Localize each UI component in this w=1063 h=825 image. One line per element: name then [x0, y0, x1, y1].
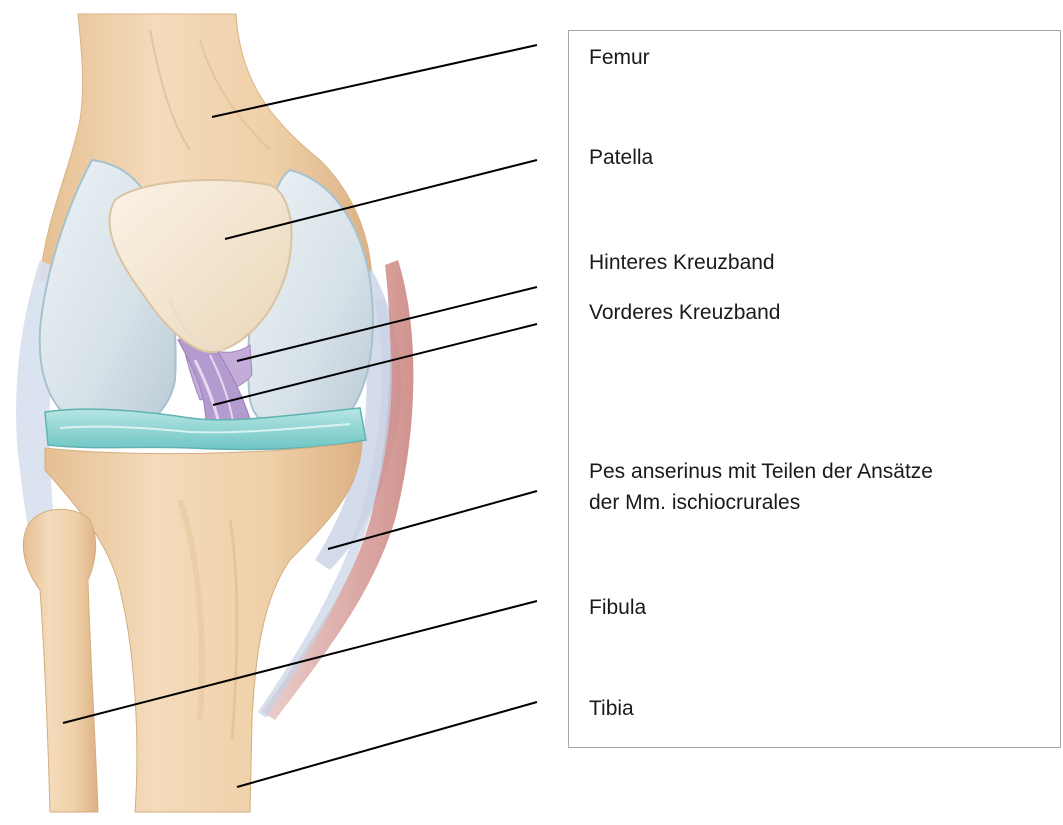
label-pes-anserinus-line1: Pes anserinus mit Teilen der Ansätze [589, 456, 933, 487]
label-tibia: Tibia [589, 693, 634, 724]
label-box [568, 30, 1061, 748]
label-femur: Femur [589, 42, 650, 73]
label-anterior-cruciate-ligament: Vorderes Kreuzband [589, 297, 780, 328]
label-pes-anserinus-line2: der Mm. ischiocrurales [589, 487, 933, 518]
label-patella: Patella [589, 142, 653, 173]
leader-line-tibia [237, 702, 537, 787]
leader-line-femur [212, 45, 537, 117]
fibula-shape [23, 509, 98, 812]
label-pes-anserinus: Pes anserinus mit Teilen der Ansätze der… [589, 456, 933, 518]
label-fibula: Fibula [589, 592, 646, 623]
label-posterior-cruciate-ligament: Hinteres Kreuzband [589, 247, 775, 278]
